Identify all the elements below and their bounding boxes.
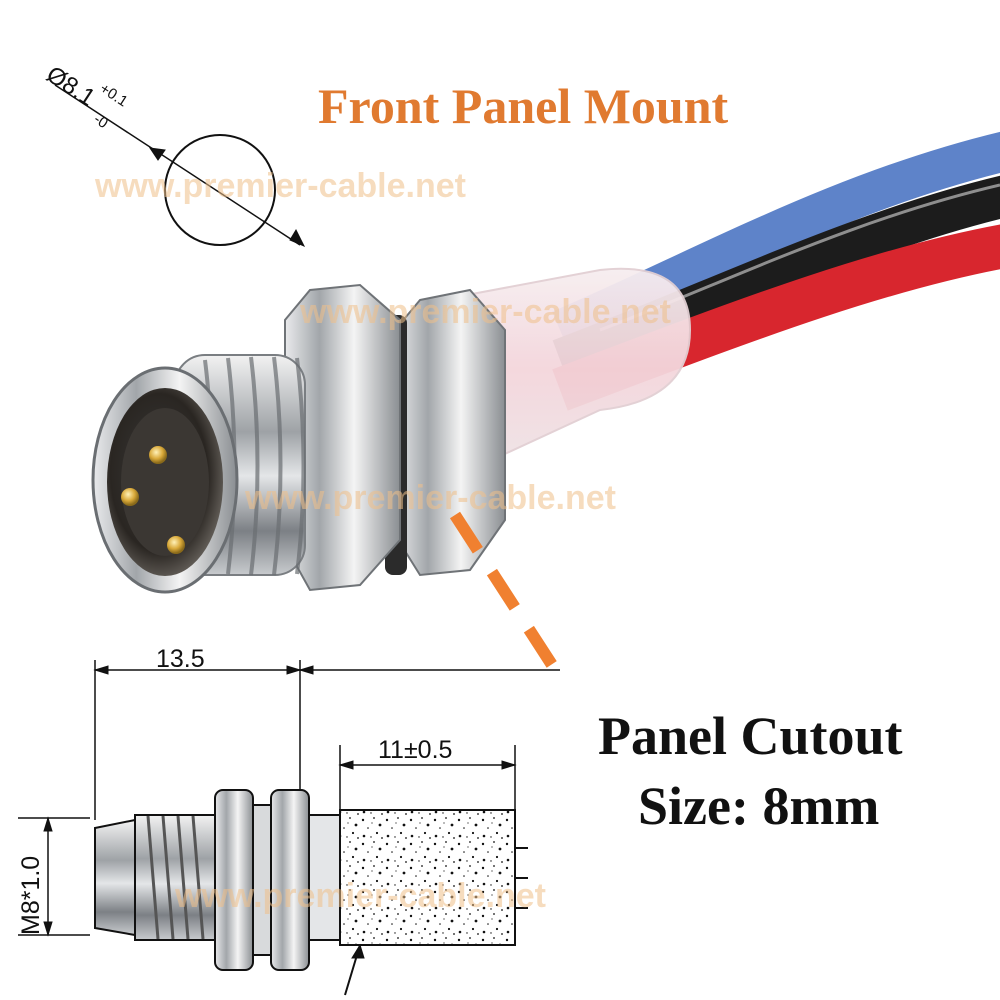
- cutout-pointer: [449, 511, 571, 689]
- contact-pins: [121, 446, 185, 554]
- rear-hex-nut: [394, 288, 506, 577]
- callout-line-2: Size: 8mm: [638, 776, 880, 836]
- watermark-text: www.premier-cable.net: [175, 877, 546, 915]
- insert-length-dimension: 11±0.5: [378, 736, 453, 764]
- watermark-text: www.premier-cable.net: [95, 167, 466, 205]
- callout-line-1: Panel Cutout: [598, 706, 903, 766]
- length-dimension: 13.5: [156, 645, 205, 673]
- watermark-text: www.premier-cable.net: [300, 293, 671, 331]
- thread-dimension: M8*1.0: [17, 855, 45, 935]
- panel-hole-drawing: [54, 84, 306, 247]
- connector-face: [91, 366, 239, 594]
- watermark-text: www.premier-cable.net: [245, 479, 616, 517]
- technical-drawing: [18, 660, 560, 996]
- image-title: Front Panel Mount: [318, 78, 729, 134]
